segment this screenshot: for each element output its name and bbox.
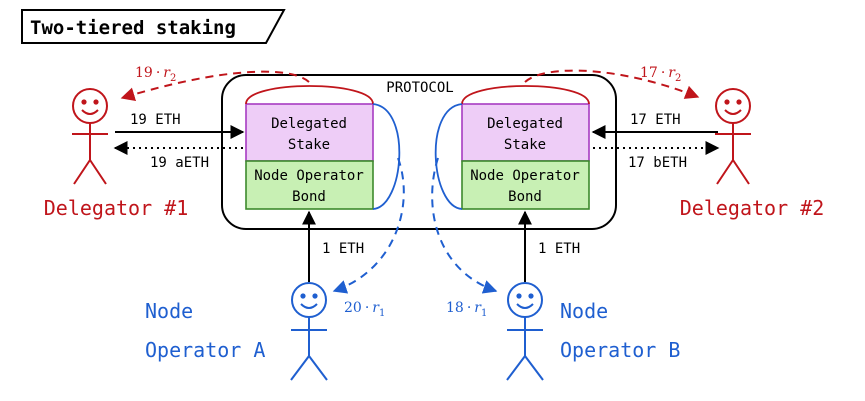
delegated-stake-box-left — [245, 103, 374, 162]
reward-label-delegator-1: 19·r2 — [135, 65, 176, 84]
delegator-2-icon — [715, 88, 751, 185]
bond-label-left-1: Node Operator — [254, 168, 364, 184]
operator-a-label-2: Operator A — [145, 338, 265, 362]
operator-b-label-1: Node — [560, 299, 608, 323]
diagram-title: Two-tiered staking — [30, 17, 236, 39]
reward-label-operator-b: 18·r1 — [446, 300, 487, 319]
delegated-stake-box-right — [461, 103, 590, 162]
reward-arrow-operator-a — [332, 157, 405, 294]
stake-label-right-2: Stake — [504, 137, 546, 153]
operator-b-label-2: Operator B — [560, 338, 680, 362]
delegator-1-icon — [72, 88, 108, 185]
bond-amount-left: 1 ETH — [322, 241, 364, 257]
bond-label-right-2: Bond — [508, 189, 542, 205]
stake-label-right-1: Delegated — [487, 116, 563, 132]
vault-left: Delegated Stake Node Operator Bond — [245, 85, 401, 210]
operator-bond-box-right — [461, 160, 590, 210]
title-tag: Two-tiered staking — [21, 9, 286, 44]
delegator-1-label: Delegator #1 — [44, 196, 189, 220]
operator-b-icon — [506, 282, 544, 381]
protocol-box: PROTOCOL — [221, 74, 617, 230]
stake-label-left-1: Delegated — [271, 116, 347, 132]
stake-label-left-2: Stake — [288, 137, 330, 153]
vault-arc-right — [434, 103, 463, 210]
operator-a-label-1: Node — [145, 299, 193, 323]
reward-label-operator-a: 20·r1 — [344, 300, 385, 319]
receipt-label-right: 17 bETH — [628, 155, 687, 171]
vault-lid-left — [245, 85, 374, 105]
vault-lid-right — [461, 85, 590, 105]
bond-label-left-2: Bond — [292, 189, 326, 205]
vault-right: Delegated Stake Node Operator Bond — [434, 85, 590, 210]
reward-arrow-delegator-1 — [120, 70, 310, 102]
vault-arc-left — [372, 103, 401, 210]
operator-bond-box-left — [245, 160, 374, 210]
protocol-label: PROTOCOL — [386, 80, 453, 96]
reward-label-delegator-2: 17·r2 — [640, 65, 681, 84]
bond-label-right-1: Node Operator — [470, 168, 580, 184]
deposit-label-left: 19 ETH — [130, 112, 181, 128]
receipt-label-left: 19 aETH — [150, 155, 209, 171]
operator-a-icon — [290, 282, 328, 381]
reward-arrow-operator-b — [431, 157, 498, 294]
delegator-2-label: Delegator #2 — [680, 196, 825, 220]
bond-amount-right: 1 ETH — [538, 241, 580, 257]
deposit-label-right: 17 ETH — [630, 112, 681, 128]
